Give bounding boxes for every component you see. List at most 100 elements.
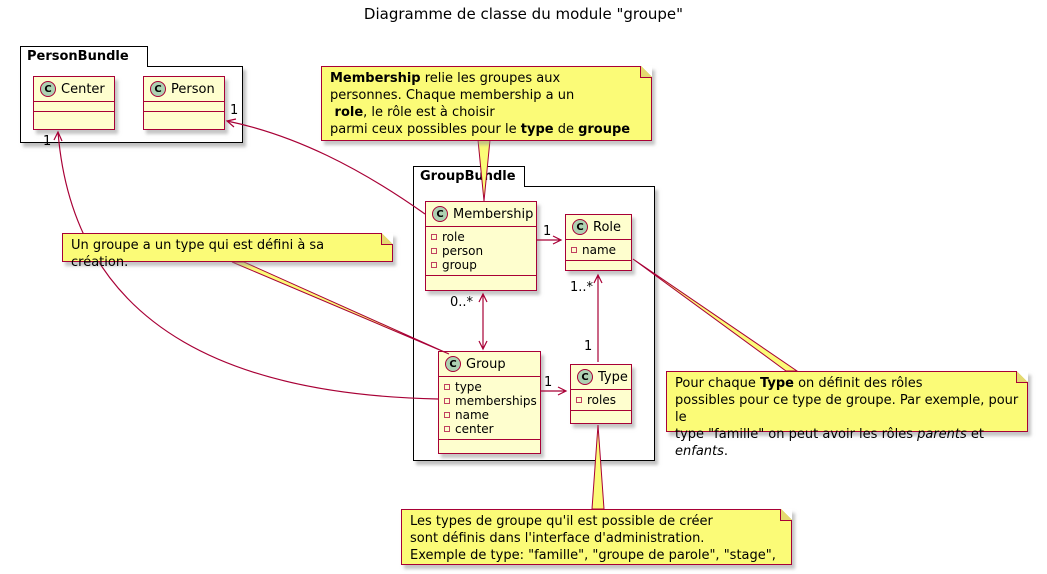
note-text-line: Un groupe a un type qui est défini à sa … <box>71 237 384 271</box>
class-group: C Group type memberships name center <box>438 351 541 454</box>
class-header: C Group <box>439 352 540 377</box>
note-text: personnes. Chaque membership a un <box>330 88 575 103</box>
class-attributes: roles <box>571 390 631 411</box>
note-text: parmi ceux possibles pour le <box>330 122 521 137</box>
class-icon: C <box>40 81 56 97</box>
field-icon <box>431 248 437 254</box>
note-membership-description: Membership relie les groupes aux personn… <box>321 66 652 141</box>
class-methods <box>426 276 536 290</box>
multiplicity-group-center: 1 <box>43 134 52 149</box>
field-icon <box>444 412 450 418</box>
class-methods <box>144 112 224 129</box>
class-attributes <box>34 102 114 112</box>
attribute-name: memberships <box>455 394 537 408</box>
note-bold-text: Membership <box>330 71 421 86</box>
class-header: C Center <box>34 77 114 102</box>
attribute-name: roles <box>587 393 616 407</box>
class-name: Center <box>61 81 105 97</box>
note-bold-text: groupe <box>578 122 631 137</box>
note-text: , le rôle est à choisir <box>363 105 495 120</box>
note-text: Pour chaque <box>675 376 761 391</box>
attribute-row: name <box>444 408 535 422</box>
note-text: Les types de groupe qu'il est possible d… <box>410 514 713 529</box>
multiplicity-membership-person: 1 <box>230 103 239 118</box>
class-icon: C <box>445 356 461 372</box>
note-text: Exemple de type: "famille", "groupe de p… <box>410 548 781 574</box>
attribute-name: name <box>455 408 490 422</box>
class-icon: C <box>577 369 593 385</box>
note-bold-text: type <box>520 122 554 137</box>
note-text: . <box>723 444 729 459</box>
note-text: et <box>966 427 989 442</box>
class-attributes: role person group <box>426 227 536 276</box>
note-italic-text: parents <box>917 427 967 442</box>
note-text: relie les groupes aux <box>420 71 561 86</box>
note-text-line: Membership relie les groupes aux <box>330 70 643 87</box>
note-fold-icon <box>381 233 393 245</box>
class-name: Person <box>171 81 215 97</box>
class-name: Type <box>598 369 628 385</box>
note-type-roles: Pour chaque Type on définit des rôles po… <box>666 371 1028 459</box>
class-name: Group <box>466 356 506 372</box>
note-text: sont définis dans l'interface d'administ… <box>410 531 705 546</box>
attribute-name: group <box>442 258 477 272</box>
note-text-line: type "famille" on peut avoir les rôles p… <box>675 426 1019 460</box>
package-name: PersonBundle <box>27 49 129 64</box>
package-personbundle: PersonBundle C Center C Person <box>20 46 243 143</box>
note-connector-role <box>632 258 799 372</box>
class-membership: C Membership role person group <box>425 201 537 291</box>
note-text-line: sont définis dans l'interface d'administ… <box>410 530 783 547</box>
package-tab: GroupBundle <box>413 166 525 187</box>
note-italic-text: enfants <box>675 444 724 459</box>
class-header: C Person <box>144 77 224 102</box>
note-group-type: Un groupe a un type qui est défini à sa … <box>62 233 393 270</box>
attribute-name: type <box>455 380 482 394</box>
attribute-row: memberships <box>444 394 537 408</box>
package-groupbundle: GroupBundle C Membership role person gro… <box>413 166 655 461</box>
note-text: Un groupe a un type qui est défini à sa … <box>71 238 329 270</box>
class-icon: C <box>150 81 166 97</box>
note-text-line: parmi ceux possibles pour le type de gro… <box>330 121 643 138</box>
class-header: C Membership <box>426 202 536 227</box>
class-methods <box>566 261 631 270</box>
attribute-row: type <box>444 380 535 394</box>
field-icon <box>444 384 450 390</box>
class-type: C Type roles <box>570 364 632 424</box>
note-text-line: Pour chaque Type on définit des rôles <box>675 375 1019 392</box>
field-icon <box>444 426 450 432</box>
note-fold-icon <box>780 509 792 521</box>
class-role: C Role name <box>565 214 632 271</box>
package-tab: PersonBundle <box>20 46 148 67</box>
attribute-name: name <box>582 243 617 257</box>
class-name: Membership <box>453 206 534 222</box>
attribute-row: group <box>431 258 531 272</box>
note-text-line: Exemple de type: "famille", "groupe de p… <box>410 547 783 574</box>
note-text: type "famille" on peut avoir les rôles <box>675 427 918 442</box>
note-admin-types: Les types de groupe qu'il est possible d… <box>401 509 792 574</box>
class-header: C Role <box>566 215 631 240</box>
note-fold-icon <box>640 66 652 78</box>
note-text: possibles pour ce type de groupe. Par ex… <box>675 393 1023 425</box>
multiplicity-group-type: 1 <box>544 375 553 390</box>
note-text-line: Les types de groupe qu'il est possible d… <box>410 513 783 530</box>
field-icon <box>431 262 437 268</box>
attribute-row: center <box>444 422 535 436</box>
field-icon <box>431 234 437 240</box>
class-person: C Person <box>143 76 225 130</box>
diagram-title: Diagramme de classe du module "groupe" <box>363 5 684 23</box>
class-name: Role <box>593 219 622 235</box>
package-name: GroupBundle <box>420 169 516 184</box>
note-bold-text: role <box>330 105 364 120</box>
multiplicity-membership-group: 0..* <box>450 295 474 310</box>
note-fold-icon <box>1016 371 1028 383</box>
class-icon: C <box>572 219 588 235</box>
class-icon: C <box>432 206 448 222</box>
class-methods <box>439 440 540 453</box>
class-methods <box>34 112 114 129</box>
field-icon <box>576 397 582 403</box>
note-text-line: possibles pour ce type de groupe. Par ex… <box>675 392 1019 426</box>
attribute-name: role <box>442 230 465 244</box>
class-methods <box>571 411 631 423</box>
note-text-line: personnes. Chaque membership a un <box>330 87 643 104</box>
